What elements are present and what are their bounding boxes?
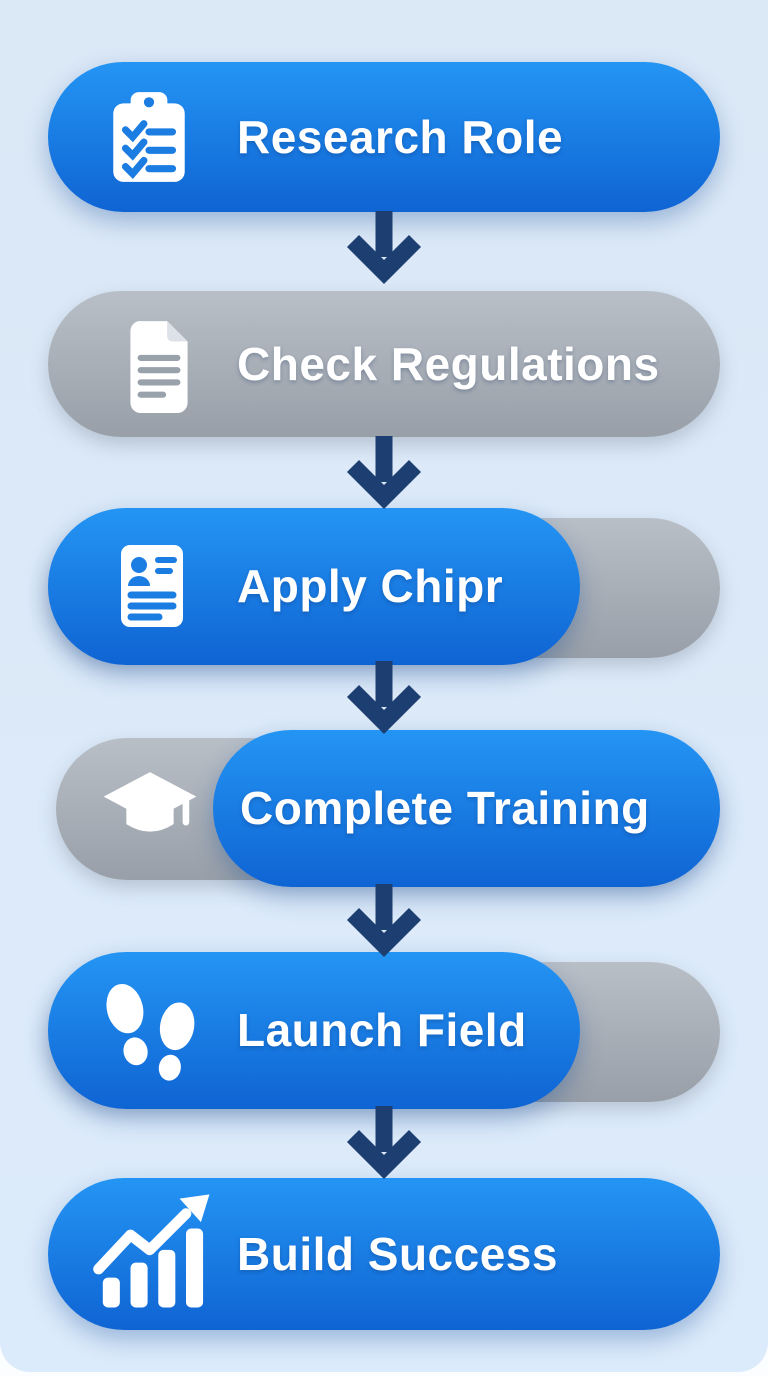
step-launch-field: Launch Field [48, 952, 720, 1109]
step-pill [48, 952, 580, 1109]
step-label: Check Regulations [237, 338, 660, 390]
step-check-regulations: Check Regulations [48, 291, 720, 437]
graduation-cap-icon [98, 762, 202, 854]
step-complete-training: Complete Training [48, 730, 720, 887]
step-apply-chipr: Apply Chipr [48, 508, 720, 665]
step-label: Complete Training [240, 782, 650, 834]
clipboard-checklist-icon [100, 88, 198, 186]
resume-icon [104, 538, 200, 634]
down-arrow-icon [342, 436, 426, 518]
down-arrow-icon [342, 661, 426, 743]
document-icon [110, 315, 208, 413]
step-label: Research Role [237, 111, 564, 163]
down-arrow-icon [342, 884, 426, 966]
footprints-icon [96, 974, 208, 1086]
step-pill [213, 730, 720, 887]
down-arrow-icon [342, 211, 426, 293]
step-label: Build Success [237, 1228, 558, 1280]
step-label: Launch Field [237, 1004, 527, 1056]
bar-chart-growth-icon [90, 1192, 218, 1312]
step-build-success: Build Success [48, 1178, 720, 1330]
down-arrow-icon [342, 1106, 426, 1188]
step-research-role: Research Role [48, 62, 720, 212]
step-label: Apply Chipr [237, 560, 504, 612]
